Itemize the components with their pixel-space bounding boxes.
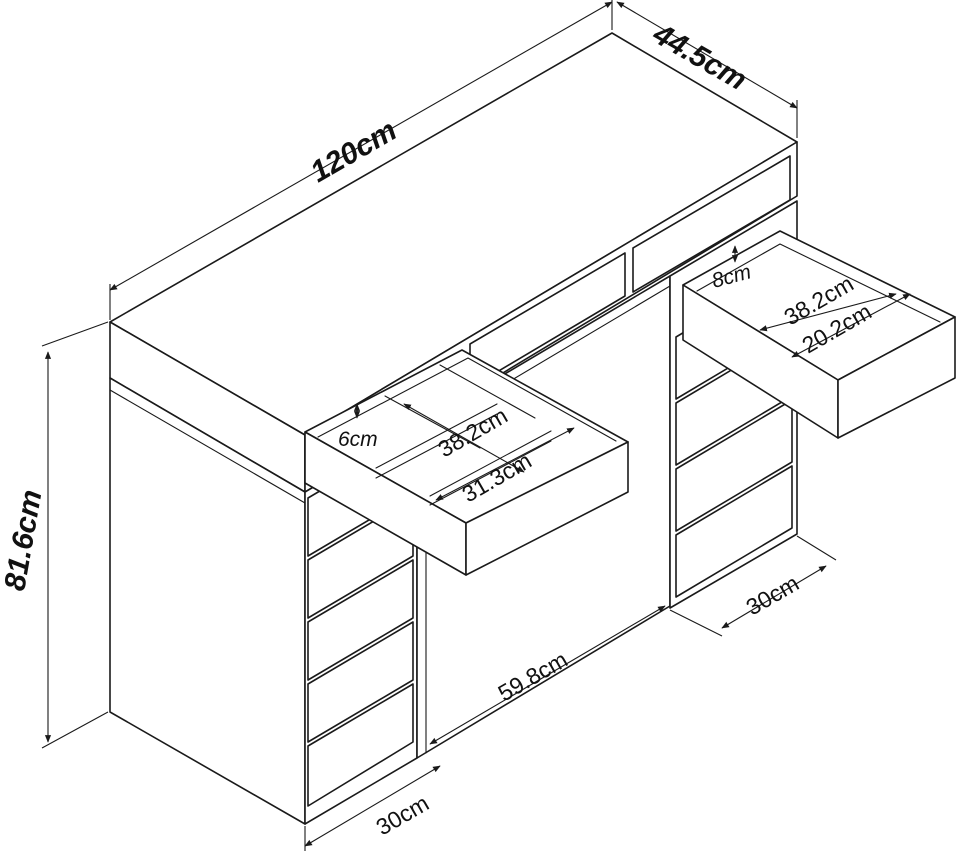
left-cabinet-width-label: 30cm: [372, 790, 434, 841]
right-drawer-front: [837, 316, 956, 439]
left-drawer-height-label: 6cm: [338, 428, 378, 451]
dimension-lines: [41, 0, 911, 851]
height-label: 81.6cm: [0, 487, 49, 593]
right-cabinet-width-label: 30cm: [742, 570, 804, 621]
top-drawer-opening-right: [632, 155, 791, 293]
